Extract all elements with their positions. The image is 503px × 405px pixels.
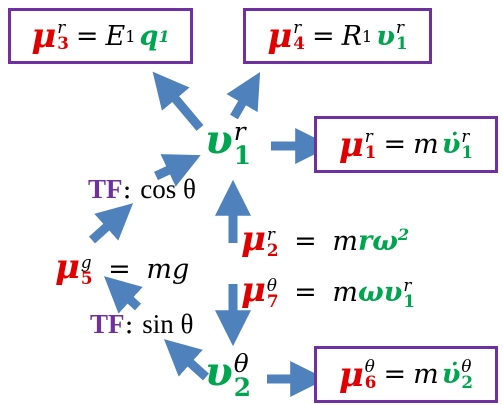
mu4-coef-sub: 1 <box>361 26 373 46</box>
mu5-sub: 5 <box>80 267 93 288</box>
mu4-coef: R <box>341 20 362 52</box>
v1-sub: 1 <box>233 140 252 170</box>
v2-sup: θ <box>233 349 249 378</box>
tf-sin-label: TF <box>90 309 125 339</box>
mu6-var: υ̇ <box>441 359 461 390</box>
mu4-sup: r <box>293 17 302 38</box>
mu7-eq: = <box>294 277 317 308</box>
mu7-coef: m <box>332 277 358 308</box>
arrow-tfcos-to-v1 <box>154 154 201 187</box>
arrow-v2-to-tfsin <box>163 339 210 381</box>
mu3-var: q <box>139 20 159 52</box>
mu2-eq: = <box>294 226 317 257</box>
mu2-var: rω <box>357 226 398 257</box>
mu4-var-sup: r <box>395 17 404 38</box>
tf-cos-sep: : <box>122 174 132 205</box>
mu1-sup: r <box>364 125 373 146</box>
arrow-v1-to-mu3 <box>152 71 204 131</box>
mu1-var-sub: 1 <box>461 141 474 162</box>
mu3-sub: 3 <box>57 33 69 53</box>
mu2-sub: 2 <box>266 239 279 260</box>
mu5-sup: g <box>80 251 92 272</box>
mu2-symbol: μ <box>241 219 266 259</box>
mu4-var: υ <box>376 20 395 52</box>
mu6-var-sup: θ <box>461 355 472 376</box>
mu4-sub: 4 <box>293 33 305 53</box>
mu1-sub: 1 <box>364 141 377 162</box>
mu7-symbol: μ <box>241 270 266 310</box>
tf-cos: TF: cos θ <box>88 174 196 205</box>
mu1-var-sup: r <box>461 125 470 146</box>
mu4-var-sub: 1 <box>395 33 408 53</box>
v1-sup: r <box>233 117 246 146</box>
tf-sin: TF: sin θ <box>90 309 194 340</box>
mu2-coef: m <box>332 226 358 257</box>
tf-sin-sep: : <box>124 309 134 340</box>
mu3-coef: E <box>105 20 126 52</box>
mu5-rhs: mg <box>146 254 190 285</box>
mu6-sup: θ <box>364 355 375 376</box>
arrow-v1-to-mu4 <box>226 71 261 120</box>
v1-symbol: υ <box>205 116 233 164</box>
mu1-symbol: μ <box>338 124 364 165</box>
v2-symbol: υ <box>205 348 233 396</box>
mu4-eq: = <box>311 20 335 52</box>
mu1-eq: = <box>383 129 407 160</box>
mu5-eq: = <box>108 254 131 285</box>
mu6-sub: 6 <box>364 371 377 392</box>
mu1-coef: m <box>413 129 439 160</box>
mu7-sup: θ <box>266 274 277 295</box>
mu3-sup: r <box>57 17 66 38</box>
mu2-exp: 2 <box>397 225 410 244</box>
mu6-eq: = <box>383 359 407 390</box>
mu3-eq: = <box>75 20 99 52</box>
mu7-sub: 7 <box>266 290 279 311</box>
mu2-sup: r <box>266 223 275 244</box>
mu5-symbol: μ <box>55 247 80 287</box>
arrow-tfsin-to-mu5 <box>104 276 143 314</box>
mu3-symbol: μ <box>31 16 57 56</box>
mu3-var-sub: 1 <box>158 26 170 46</box>
mu7-var-sub: 1 <box>403 290 416 311</box>
mu6-var-sub: 2 <box>461 371 474 392</box>
tf-cos-expr: cos θ <box>140 174 196 204</box>
mu7-var-sup: r <box>403 274 412 295</box>
arrow-mu5-to-tfcos <box>88 203 134 244</box>
mu6-symbol: μ <box>338 354 364 395</box>
mu4-symbol: μ <box>267 16 293 56</box>
tf-sin-expr: sin θ <box>142 309 194 339</box>
mu3-coef-sub: 1 <box>125 26 136 46</box>
tf-cos-label: TF <box>88 174 123 204</box>
mu1-var: υ̇ <box>441 129 461 160</box>
v2-sub: 2 <box>233 372 252 402</box>
mu7-var: ωυ <box>357 277 403 308</box>
mu6-coef: m <box>413 359 439 390</box>
